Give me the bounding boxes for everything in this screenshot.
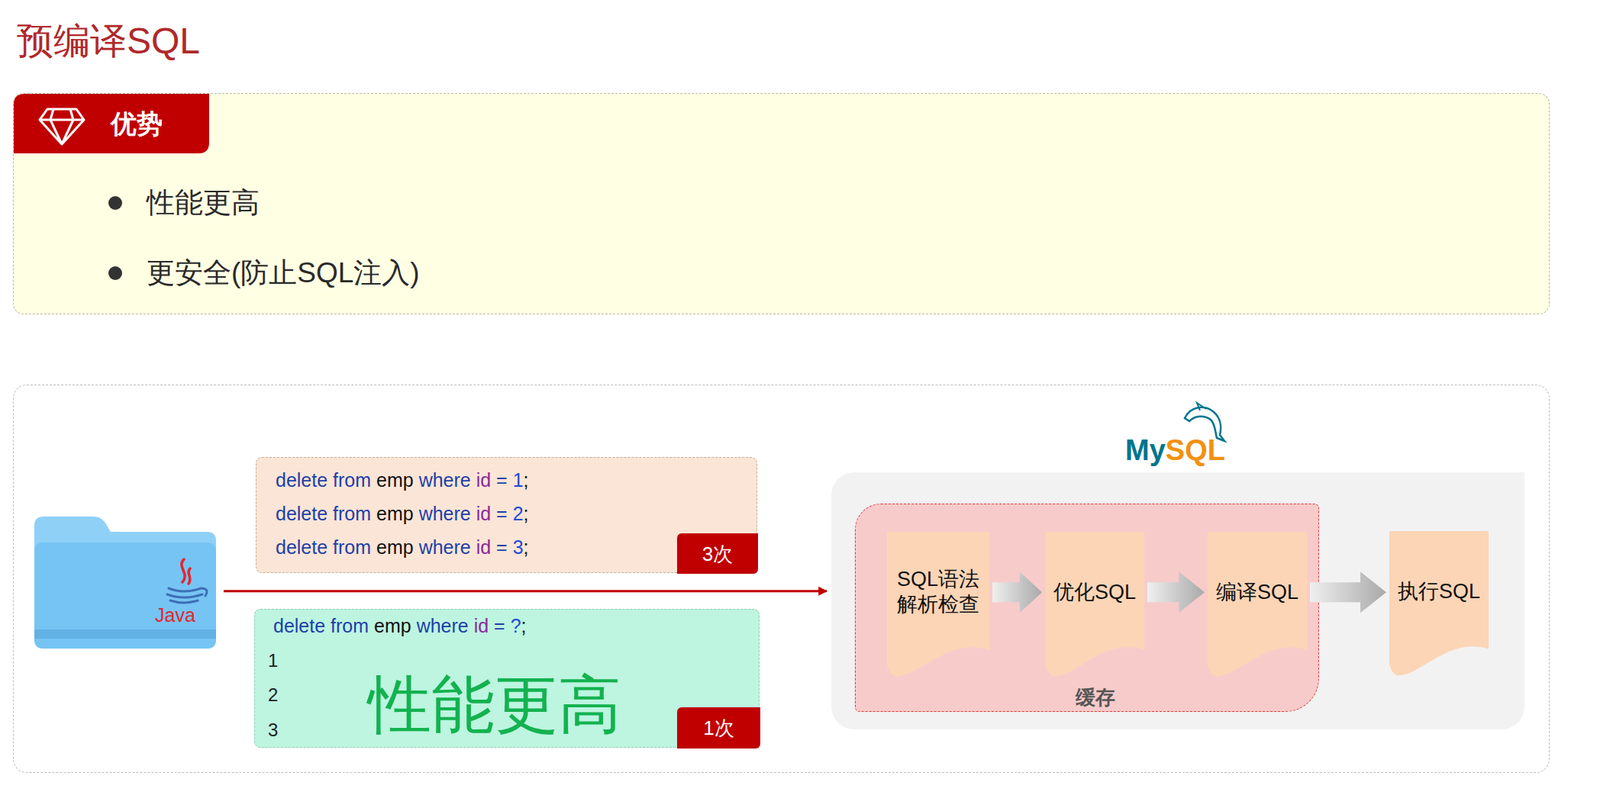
folder-front	[34, 542, 217, 649]
text-holder: 1	[267, 649, 278, 673]
sql-line: delete from emp where id = 1;	[275, 468, 530, 493]
java-folder: Java	[34, 515, 217, 649]
param-value: 3	[267, 719, 278, 742]
step-label: 编译SQL	[1216, 580, 1299, 606]
text-holder: 3次	[677, 533, 759, 575]
document-outline	[887, 532, 990, 677]
folder-band	[34, 629, 217, 639]
dolphin-fin	[1196, 403, 1207, 411]
page-title: 预编译SQL	[16, 18, 200, 65]
count-badge: 3次	[677, 533, 759, 575]
param-value: 2	[267, 683, 278, 707]
bullet-dot	[108, 266, 123, 281]
java-cup	[167, 588, 207, 604]
text-holder: delete from emp where id = 1;	[275, 468, 530, 493]
text-holder: SQL语法 解析检查	[887, 532, 990, 653]
process-arrow	[1309, 571, 1387, 613]
text-holder: 优势	[110, 93, 163, 154]
step-label: SQL语法 解析检查	[891, 567, 985, 618]
sql-statements-box: delete from emp where id = 1; delete from…	[255, 457, 758, 574]
advantage-panel: 优势性能更高更安全(防止SQL注入)	[12, 93, 1550, 315]
text-holder: 3	[267, 719, 278, 742]
process-arrow	[1147, 571, 1205, 613]
process-step: SQL语法 解析检查	[887, 532, 990, 680]
text-holder: delete from emp where id = 2;	[275, 502, 530, 526]
folder-back	[34, 516, 217, 649]
badge-text: 1次	[703, 716, 734, 741]
java-steam	[181, 559, 191, 584]
prepared-sql-box: delete from emp where id = ?; 1 2 3 性能更高 1次	[254, 609, 760, 749]
document-outline	[1207, 532, 1307, 677]
process-arrow	[992, 571, 1042, 613]
mysql-server: MySQL缓存SQL语法 解析检查优化SQL编译SQL执行SQL	[831, 472, 1525, 730]
document-shape	[1389, 531, 1489, 679]
text-holder: 编译SQL	[1207, 532, 1307, 653]
document-outline	[1389, 531, 1489, 676]
step-label: 优化SQL	[1053, 580, 1136, 606]
bullet-text: 性能更高	[146, 185, 260, 221]
text-holder: delete from emp where id = 3;	[275, 535, 530, 560]
text-holder: 优化SQL	[1045, 532, 1145, 653]
region-label: 缓存	[1075, 685, 1116, 710]
step-label: 执行SQL	[1397, 579, 1481, 605]
document-shape	[1207, 532, 1307, 680]
text-holder: 缓存	[1075, 685, 1116, 710]
mysql-logo: MySQL	[1125, 432, 1226, 469]
text-holder: 性能更高	[146, 185, 260, 221]
text-holder: 执行SQL	[1389, 531, 1489, 652]
bullet-text: 更安全(防止SQL注入)	[146, 255, 420, 291]
folder-icon	[34, 515, 217, 649]
cache-region: 缓存 SQL语法 解析检查 优化SQL 编译SQL	[854, 503, 1320, 713]
sql-line: delete from emp where id = 3;	[275, 535, 530, 560]
text-holder: 1次	[677, 707, 761, 749]
badge-text: 3次	[702, 541, 733, 567]
process-step: 优化SQL	[1045, 532, 1145, 680]
text-holder: Java	[154, 603, 196, 628]
document-shape	[1045, 532, 1145, 680]
text-holder: 2	[267, 683, 278, 707]
text-holder: 性能更高	[367, 665, 622, 745]
text-holder: delete from emp where id = ?;	[273, 614, 527, 639]
count-badge: 1次	[677, 707, 761, 749]
sql-line: delete from emp where id = 2;	[275, 502, 530, 526]
highlight-text: 性能更高	[367, 665, 622, 745]
process-step: 执行SQL	[1389, 531, 1489, 679]
sql-line: delete from emp where id = ?;	[273, 614, 527, 639]
document-outline	[1045, 532, 1145, 677]
request-arrow	[223, 590, 827, 593]
text-holder: MySQL	[1125, 432, 1226, 469]
diamond-icon	[39, 109, 84, 145]
java-logo-text: Java	[154, 603, 196, 628]
bullet-dot	[108, 196, 123, 210]
text-holder: 更安全(防止SQL注入)	[146, 255, 420, 291]
param-value: 1	[267, 649, 278, 673]
heading-tab	[13, 93, 210, 154]
panel-heading: 优势	[110, 93, 163, 154]
process-step: 编译SQL	[1207, 532, 1307, 680]
